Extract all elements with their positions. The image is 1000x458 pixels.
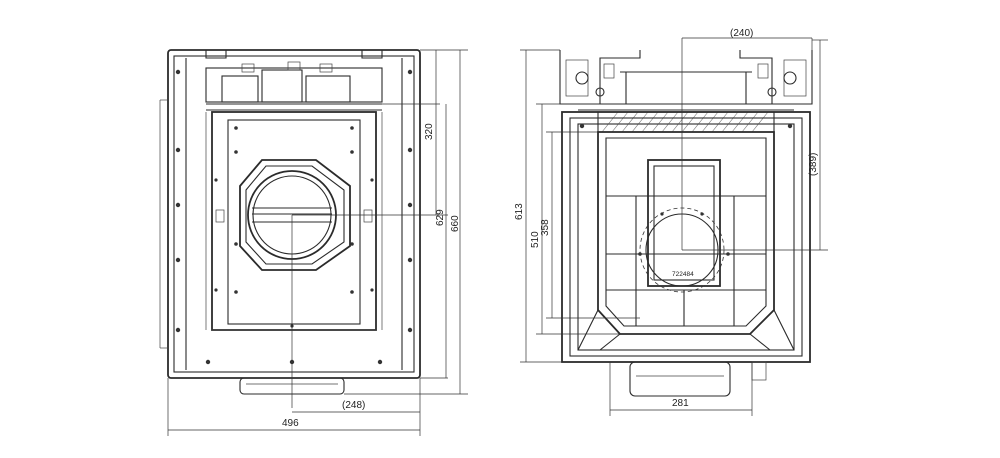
part-number-label: 722484 [672,271,694,278]
front-top-mechanism [205,67,383,103]
front-flue-adapter [239,159,351,271]
front-door-plate [227,119,361,325]
side-firebox [597,131,775,335]
side-view: 722484 (240) (389) 613 [514,28,828,416]
dim-358-label: 358 [540,219,551,236]
dim-248-label: (248) [342,400,365,411]
dim-613-label: 613 [514,203,525,220]
front-inner-frame [173,55,415,373]
dim-389-label: (389) [808,153,819,176]
dim-320-label: 320 [424,123,435,140]
side-left-bracket [559,50,641,105]
side-outer-body [561,111,811,363]
dim-660-label: 660 [450,215,461,232]
front-inner-panel [211,111,377,331]
dim-240-label: (240) [730,28,753,39]
dim-629-label: 629 [435,209,446,226]
dim-510-label: 510 [530,231,541,248]
front-screws [175,69,413,365]
dim-281-label: 281 [672,398,689,409]
side-ash-drawer [629,361,731,397]
front-view: 320 629 660 (248) 496 [159,49,468,436]
dim-496-label: 496 [282,418,299,429]
side-right-bracket [739,50,813,105]
side-screws [579,123,793,256]
